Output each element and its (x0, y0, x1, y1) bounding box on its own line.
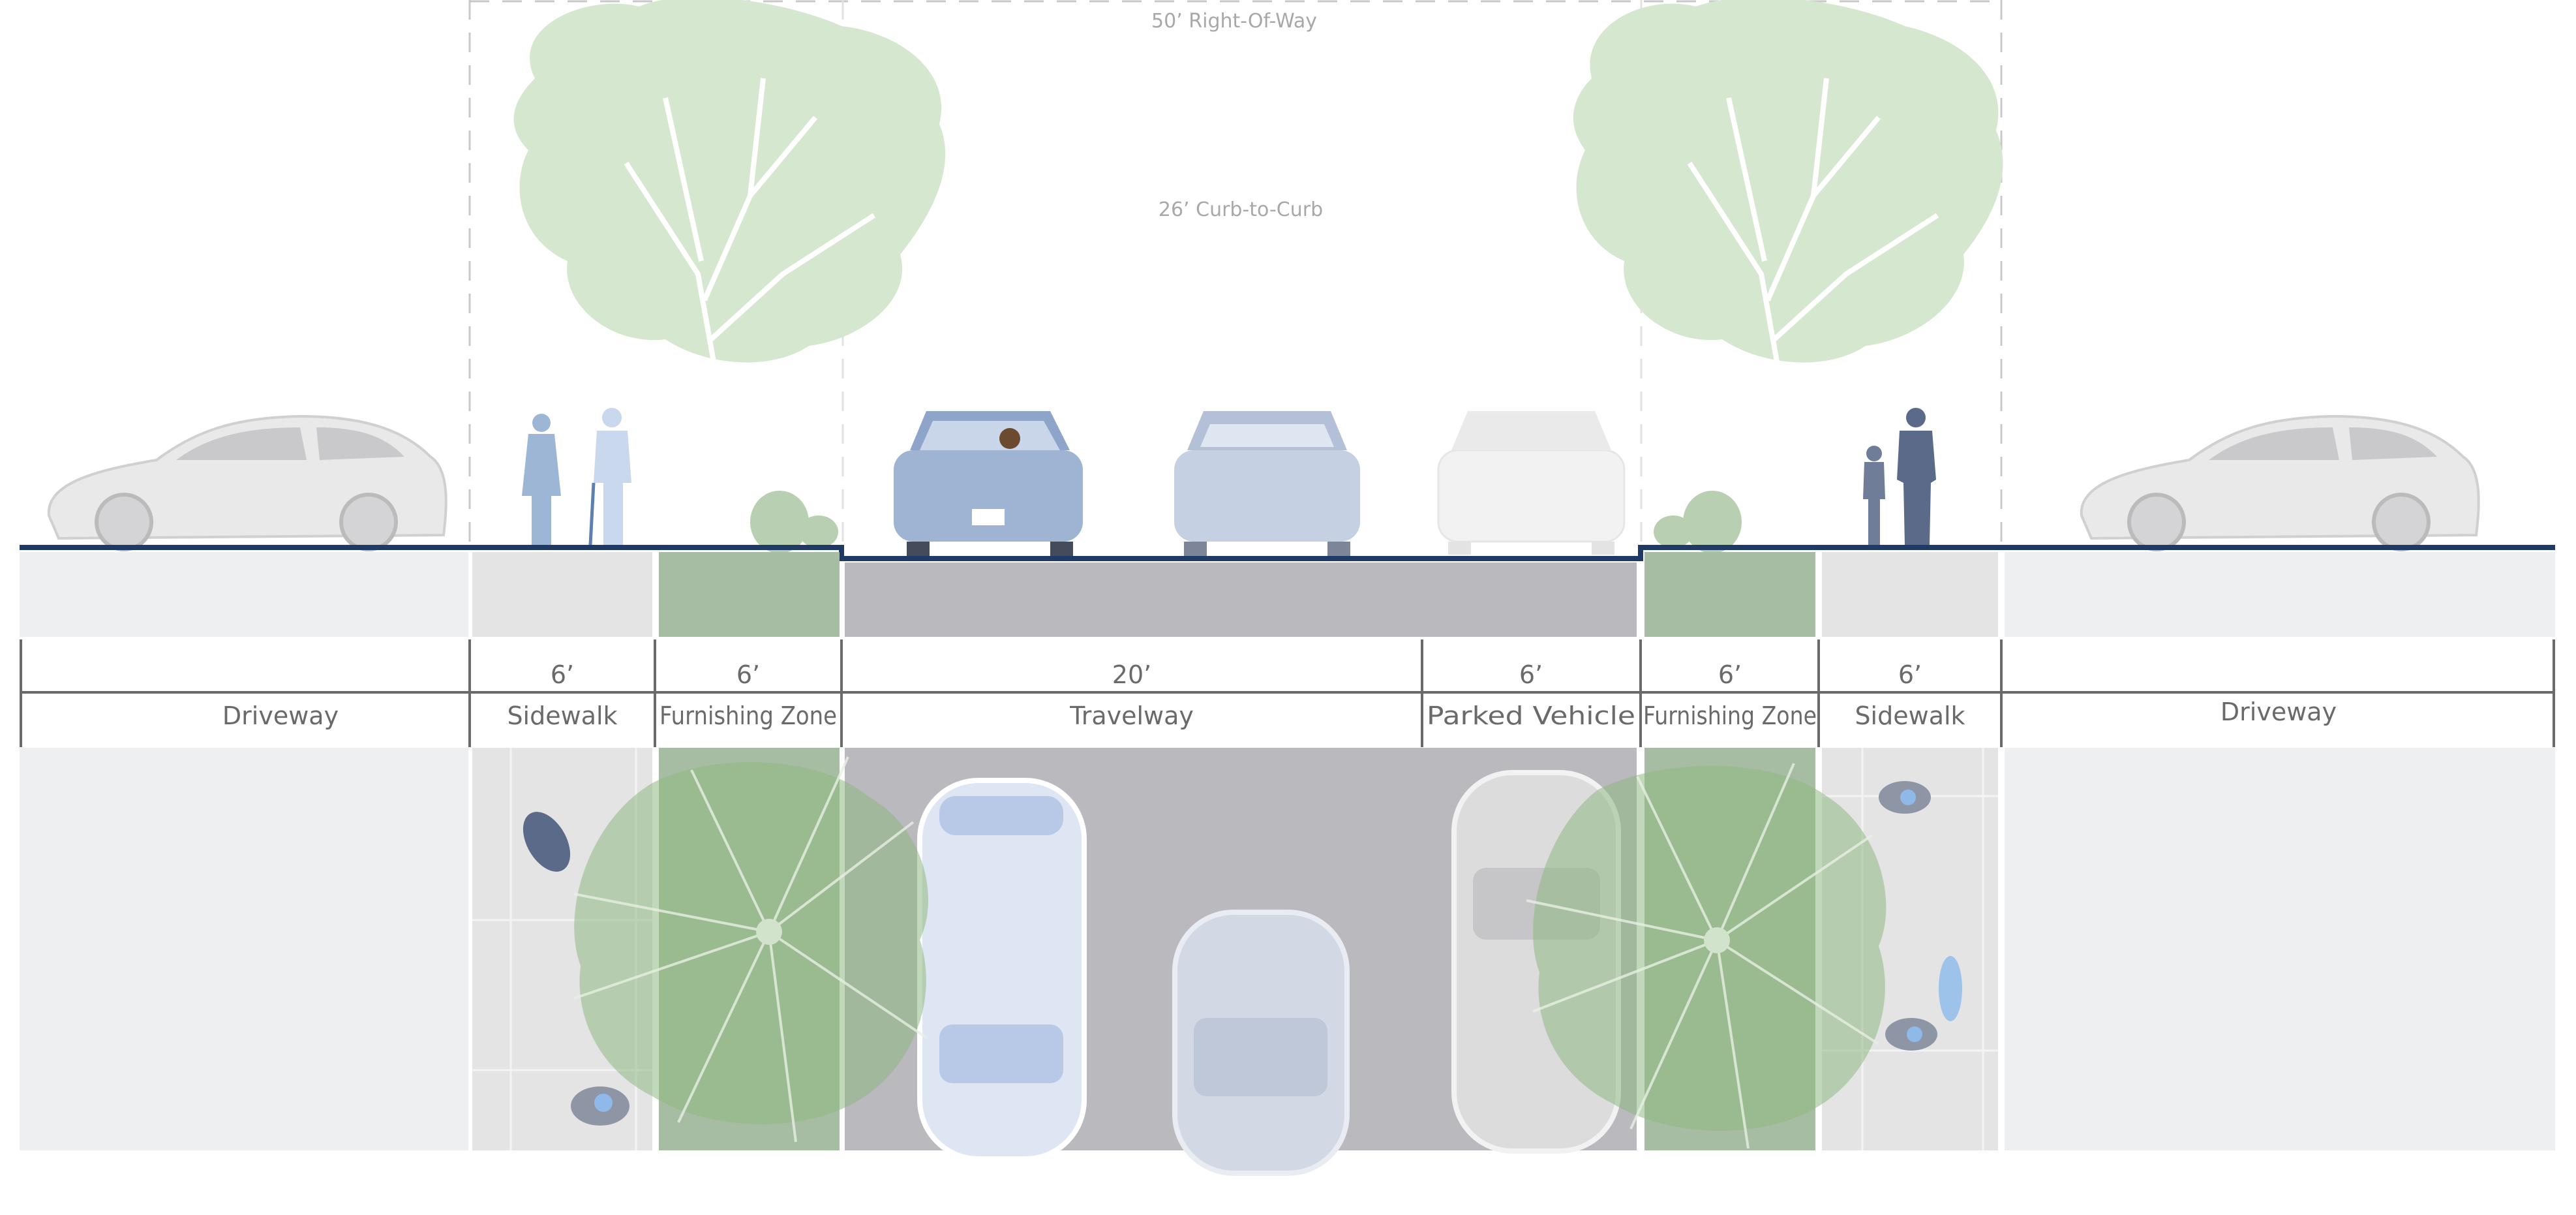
furnishing-right-width: 6’ (1718, 660, 1742, 689)
curb-to-curb-label: 26’ Curb-to-Curb (1159, 198, 1323, 221)
side-car-right (2080, 414, 2480, 551)
car-plan-2 (1172, 910, 1350, 1176)
car-front-view (894, 411, 1083, 558)
pedestrians-right (1863, 408, 1936, 545)
label-furnishing-right: Furnishing Zone (1643, 701, 1817, 730)
side-car-left (47, 414, 447, 551)
travelway-width: 20’ (1112, 660, 1151, 689)
dimension-line (20, 639, 2555, 747)
label-sidewalk-right: Sidewalk (1855, 701, 1965, 730)
label-parked-vehicle: Parked Vehicle (1427, 701, 1635, 730)
section-bands (20, 552, 2555, 637)
label-driveway-right: Driveway (2220, 698, 2337, 726)
tree-elevation-left (513, 0, 946, 546)
tree-elevation-right (1573, 0, 2003, 546)
parked-vehicle-width: 6’ (1519, 660, 1543, 689)
car-plan-1 (917, 778, 1087, 1161)
car-rear-view (1174, 411, 1360, 558)
shrubs (750, 491, 1742, 553)
tree-plan-left (573, 756, 929, 1143)
label-driveway-left: Driveway (222, 701, 339, 730)
sidewalk-right-width: 6’ (1898, 660, 1922, 689)
tree-plan-right (1526, 763, 1887, 1149)
right-of-way-label: 50’ Right-Of-Way (1151, 10, 1317, 33)
curb-line (20, 545, 2555, 561)
pedestrians-left (522, 408, 631, 546)
parked-car-rear-view (1437, 411, 1626, 555)
label-travelway: Travelway (1069, 701, 1194, 730)
label-sidewalk-left: Sidewalk (507, 701, 617, 730)
label-furnishing-left: Furnishing Zone (659, 701, 837, 730)
pedestrians-plan (523, 781, 1962, 1126)
furnishing-left-width: 6’ (736, 660, 760, 689)
sidewalk-left-width: 6’ (551, 660, 574, 689)
